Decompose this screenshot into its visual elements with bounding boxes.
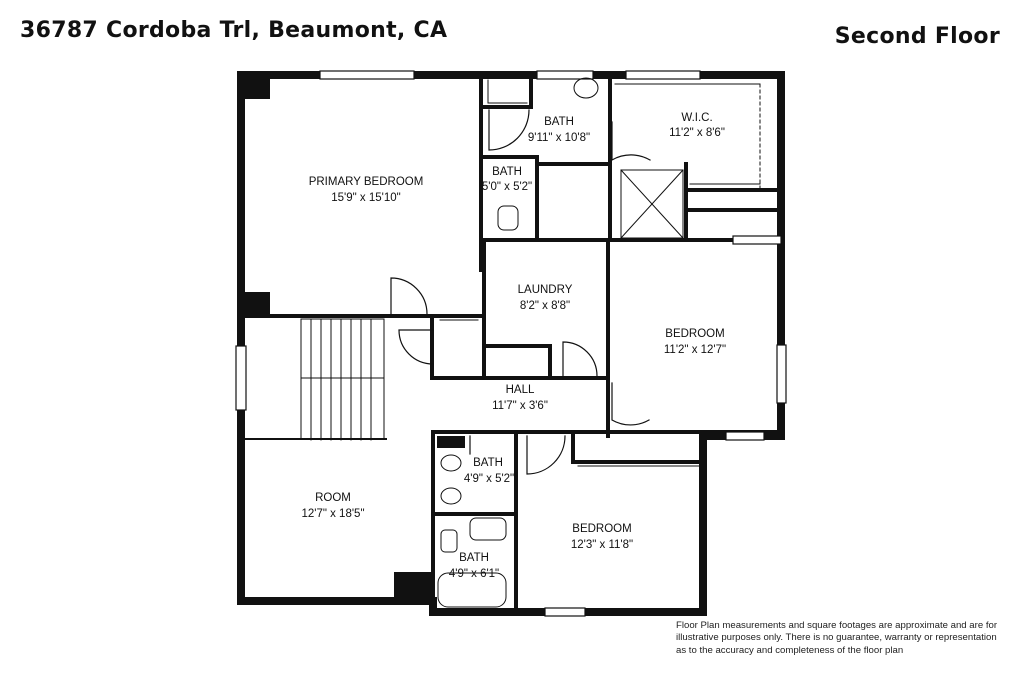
- room-name: HALL: [506, 384, 535, 396]
- address-title: 36787 Cordoba Trl, Beaumont, CA: [20, 18, 448, 43]
- room-size: 11'2" x 12'7": [664, 344, 726, 356]
- room-name: LAUNDRY: [518, 284, 573, 296]
- door-swings: [390, 109, 651, 475]
- room-name: BATH: [492, 166, 522, 178]
- room-size: 11'7" x 3'6": [492, 400, 548, 412]
- room-name: BATH: [473, 457, 503, 469]
- pillars: [245, 79, 465, 600]
- stairs: [245, 318, 387, 441]
- room-size: 15'9" x 15'10": [331, 192, 400, 204]
- room-labels: PRIMARY BEDROOM 15'9" x 15'10" BATH 9'11…: [301, 112, 726, 580]
- room-name: ROOM: [315, 492, 351, 504]
- fixtures: [437, 77, 761, 608]
- interior-walls: [239, 73, 783, 614]
- room-size: 9'11" x 10'8": [528, 132, 590, 144]
- room-name: BEDROOM: [665, 328, 724, 340]
- room-size: 5'0" x 5'2": [482, 181, 532, 193]
- room-size: 4'9" x 6'1": [449, 568, 499, 580]
- room-size: 8'2" x 8'8": [520, 300, 570, 312]
- room-name: BATH: [459, 552, 489, 564]
- disclaimer-text: Floor Plan measurements and square foota…: [676, 620, 998, 656]
- room-size: 4'9" x 5'2": [464, 473, 514, 485]
- room-name: W.I.C.: [681, 112, 712, 124]
- room-size: 12'3" x 11'8": [571, 539, 633, 551]
- floor-title: Second Floor: [834, 24, 1000, 49]
- room-size: 11'2" x 8'6": [669, 127, 725, 139]
- exterior-walls: [237, 71, 785, 616]
- room-name: BATH: [544, 116, 574, 128]
- windows: [235, 70, 787, 617]
- room-size: 12'7" x 18'5": [301, 508, 364, 520]
- room-name: BEDROOM: [572, 523, 631, 535]
- room-name: PRIMARY BEDROOM: [309, 176, 424, 188]
